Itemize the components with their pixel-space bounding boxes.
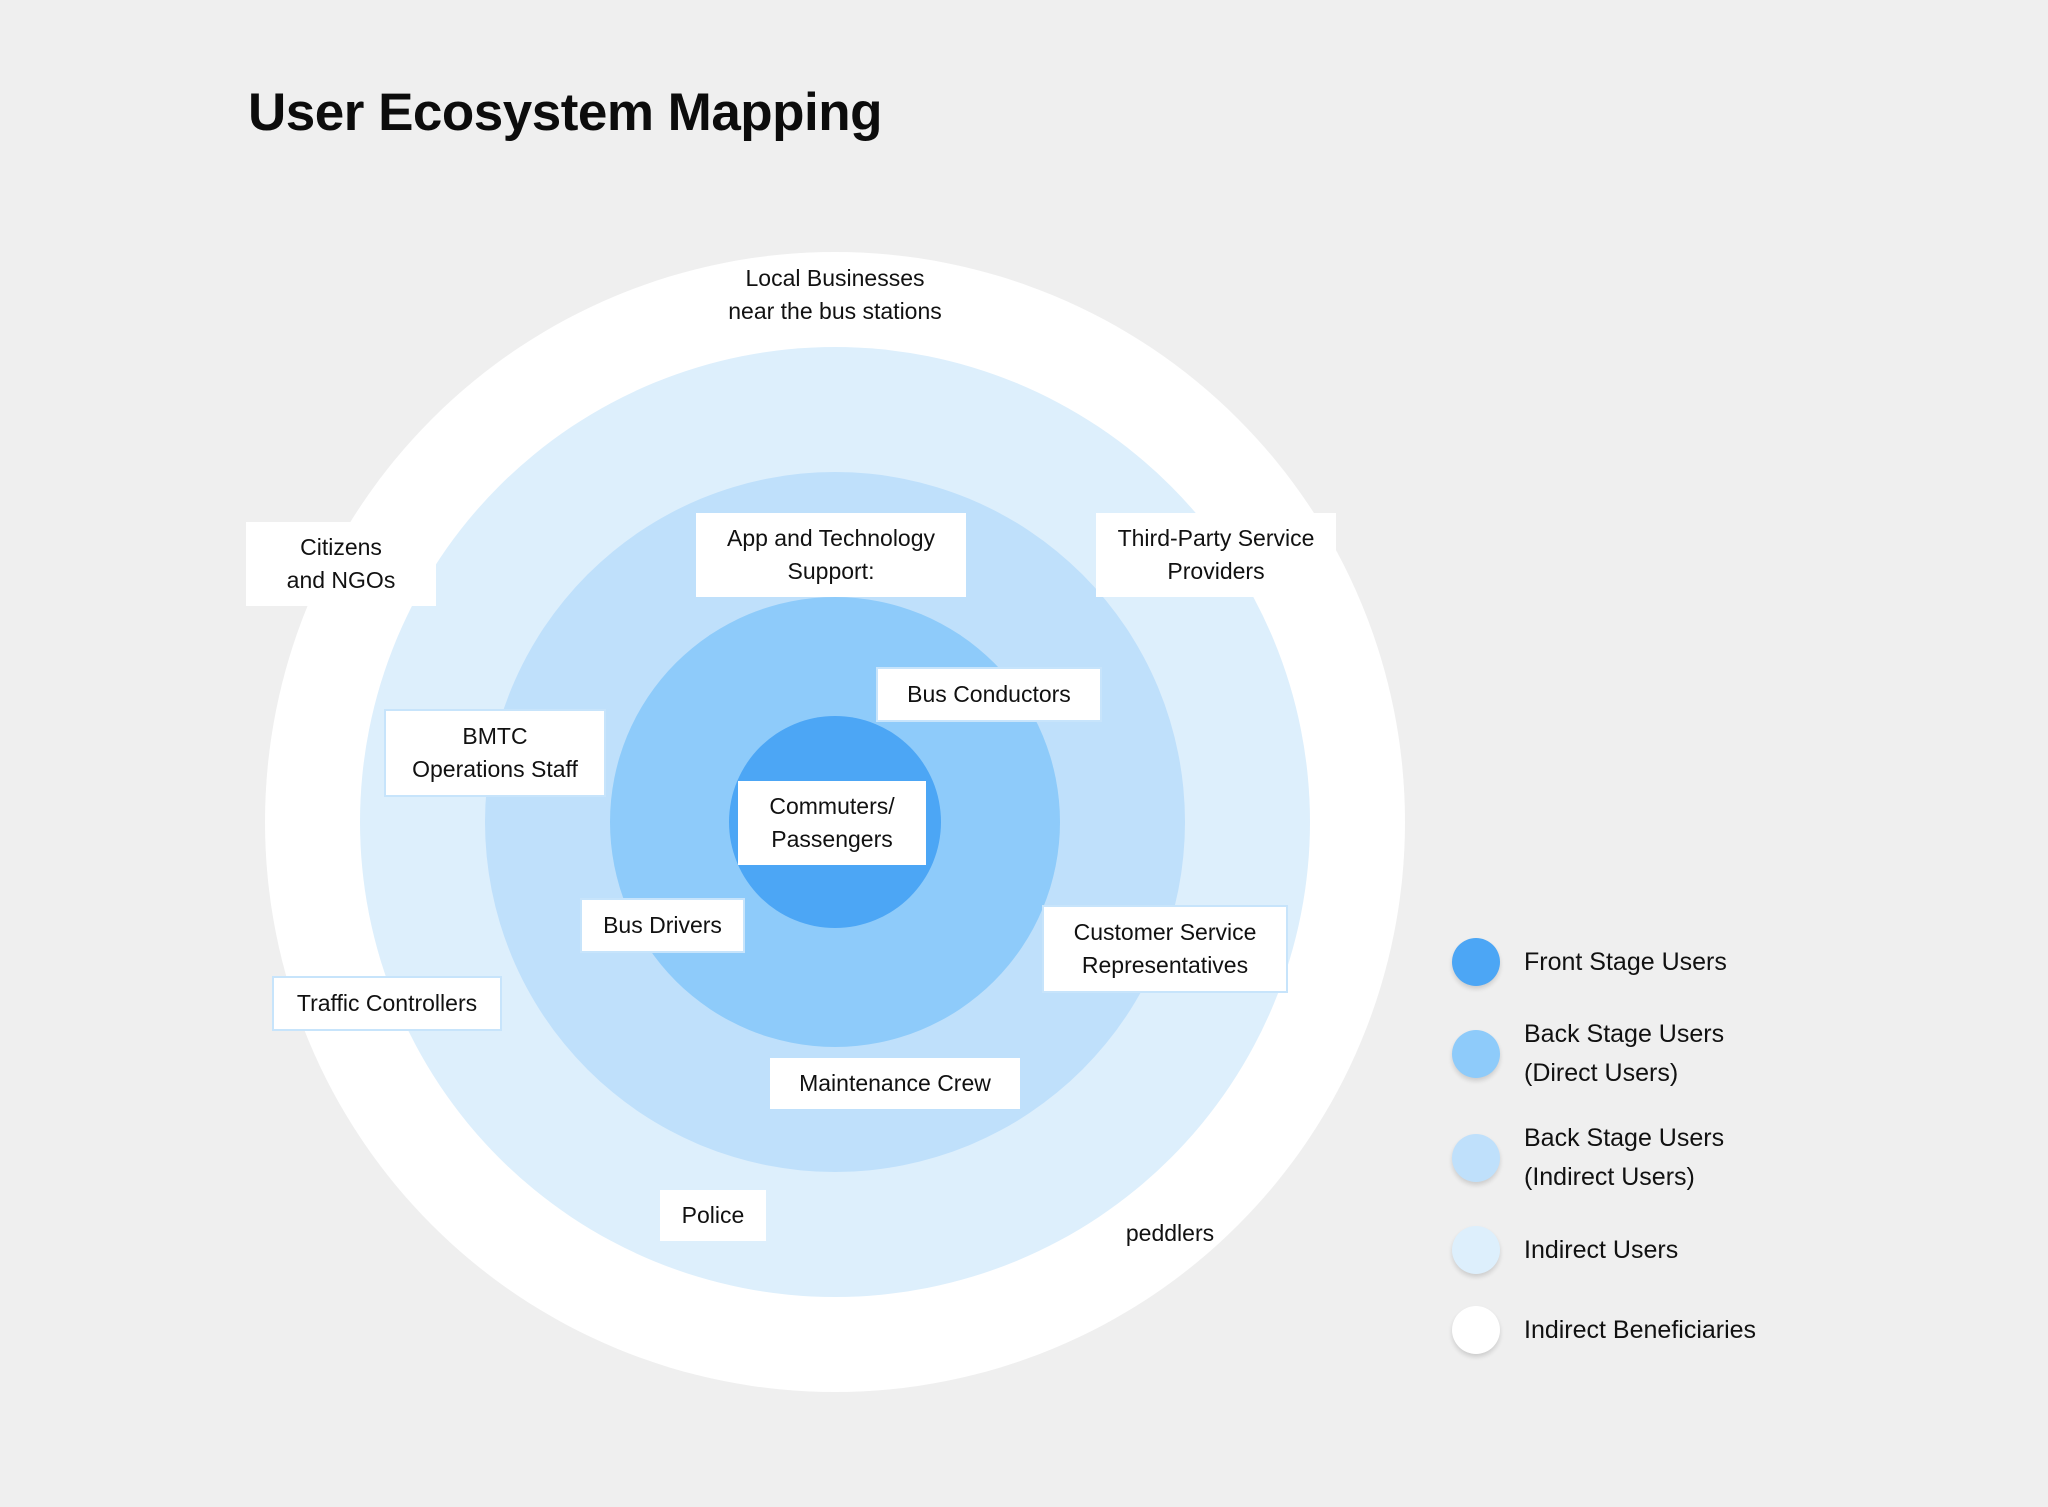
legend-item-label: Back Stage Users (Indirect Users) — [1524, 1124, 1725, 1191]
legend-item-indirect-users[interactable]: Indirect Users — [1452, 1223, 1922, 1277]
legend-item-label: Indirect Users — [1524, 1235, 1679, 1264]
label-commuters-passengers[interactable]: Commuters/ Passengers — [738, 781, 926, 865]
label-local-businesses[interactable]: Local Businesses near the bus stations — [728, 265, 942, 324]
label-citizens-and-ngos[interactable]: Citizens and NGOs — [246, 522, 436, 606]
legend-swatch-icon — [1452, 1226, 1500, 1274]
label-bmtc-operations-staff[interactable]: BMTC Operations Staff — [384, 709, 606, 797]
legend-item-front-stage-users[interactable]: Front Stage Users — [1452, 935, 1922, 989]
legend-item-label: Indirect Beneficiaries — [1524, 1315, 1757, 1344]
page-title: User Ecosystem Mapping — [248, 83, 883, 142]
label-police[interactable]: Police — [660, 1190, 766, 1241]
legend-swatch-icon — [1452, 938, 1500, 986]
label-maintenance-crew[interactable]: Maintenance Crew — [770, 1058, 1020, 1109]
legend-item-back-stage-users-indirect[interactable]: Back Stage Users (Indirect Users) — [1452, 1119, 1922, 1197]
label-app-and-technology-support[interactable]: App and Technology Support: — [696, 513, 966, 597]
label-bus-drivers[interactable]: Bus Drivers — [580, 898, 745, 953]
legend: Front Stage Users Back Stage Users (Dire… — [1452, 935, 1922, 1383]
legend-item-label: Back Stage Users (Direct Users) — [1524, 1020, 1725, 1087]
label-peddlers[interactable]: peddlers — [1125, 1220, 1215, 1246]
label-customer-service-representatives[interactable]: Customer Service Representatives — [1042, 905, 1288, 993]
label-third-party-service-providers[interactable]: Third-Party Service Providers — [1096, 513, 1336, 597]
legend-swatch-icon — [1452, 1134, 1500, 1182]
legend-item-back-stage-users-direct[interactable]: Back Stage Users (Direct Users) — [1452, 1015, 1922, 1093]
legend-swatch-icon — [1452, 1306, 1500, 1354]
legend-item-label: Front Stage Users — [1524, 947, 1727, 976]
label-bus-conductors[interactable]: Bus Conductors — [876, 667, 1102, 722]
legend-swatch-icon — [1452, 1030, 1500, 1078]
label-traffic-controllers[interactable]: Traffic Controllers — [272, 976, 502, 1031]
legend-item-indirect-beneficiaries[interactable]: Indirect Beneficiaries — [1452, 1303, 1922, 1357]
